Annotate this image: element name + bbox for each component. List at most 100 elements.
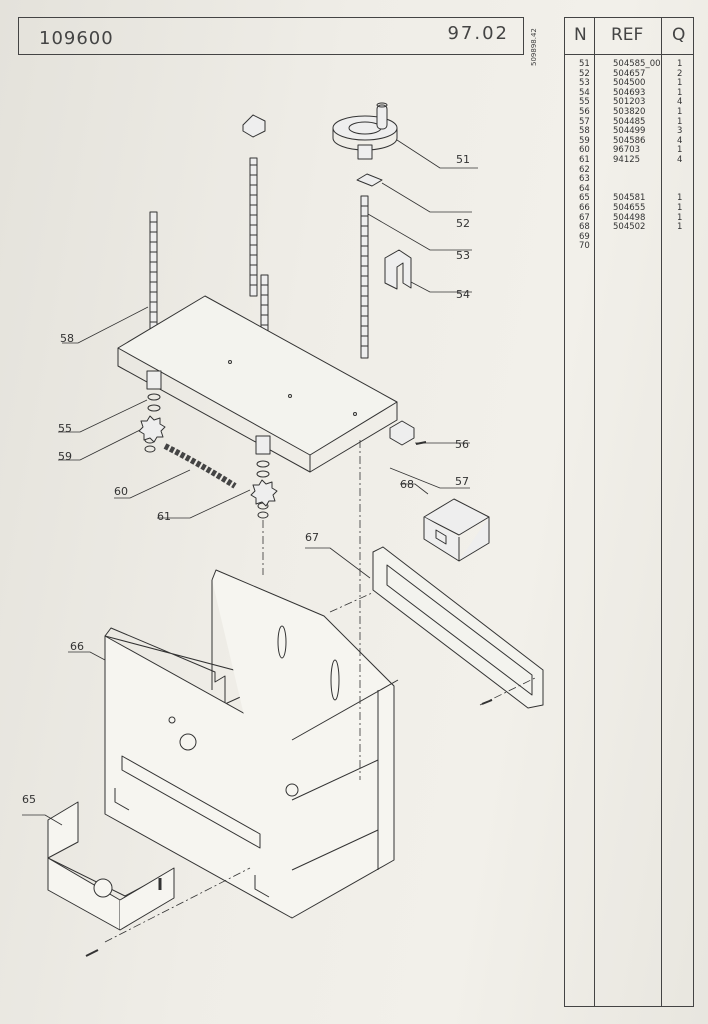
callout-59: 59 <box>58 450 72 463</box>
row-ref: 501203 <box>613 97 646 108</box>
row-ref: 504657 <box>613 68 646 79</box>
callout-54: 54 <box>456 288 470 301</box>
row-qty: 1 <box>677 212 683 223</box>
row-ref: 504581 <box>613 193 646 204</box>
callout-60: 60 <box>114 485 128 498</box>
row-number: 68 <box>579 222 590 233</box>
row-ref: 504655 <box>613 202 646 213</box>
callout-58: 58 <box>60 332 74 345</box>
table-row: 59 504586 4 <box>565 135 693 147</box>
table-row: 54 504693 1 <box>565 87 693 99</box>
row-qty: 1 <box>677 116 683 127</box>
table-row: 65 504581 1 <box>565 194 693 204</box>
row-qty: 1 <box>677 222 683 233</box>
col-header-n: N <box>574 25 587 45</box>
callout-68: 68 <box>400 478 414 491</box>
row-number: 58 <box>579 126 590 137</box>
callout-55: 55 <box>58 422 72 435</box>
row-ref: 504499 <box>613 126 646 137</box>
row-ref: 504498 <box>613 212 646 223</box>
row-number: 66 <box>579 202 590 213</box>
callout-61: 61 <box>157 510 171 523</box>
row-number: 65 <box>579 193 590 204</box>
exploded-diagram: 51 52 53 54 55 56 57 58 59 60 61 65 66 6… <box>22 102 544 957</box>
row-number: 51 <box>579 59 590 69</box>
row-number: 60 <box>579 145 590 156</box>
table-row: 68 504502 1 <box>565 222 693 233</box>
callout-56: 56 <box>455 438 469 451</box>
part-66-frame <box>104 569 399 919</box>
header-box: 109600 97.02 <box>18 17 524 55</box>
drawing-number: 109600 <box>39 28 114 49</box>
callout-65: 65 <box>22 793 36 806</box>
row-number: 61 <box>579 154 590 165</box>
table-row: 53 504500 1 <box>565 79 693 89</box>
table-row: 67 504498 1 <box>565 212 693 224</box>
part-51-crank-wheel <box>332 102 398 160</box>
table-row: 57 504485 1 <box>565 116 693 128</box>
table-row: 69 <box>565 232 693 243</box>
row-qty: 3 <box>677 126 683 137</box>
row-number: 70 <box>579 241 590 252</box>
row-number: 62 <box>579 164 590 175</box>
row-ref: 503820 <box>613 106 646 117</box>
row-number: 53 <box>579 78 590 89</box>
part-52-plate <box>356 173 383 187</box>
part-56-clip <box>389 420 415 446</box>
row-number: 54 <box>579 87 590 98</box>
part-65-bracket <box>47 801 175 931</box>
row-number: 52 <box>579 68 590 79</box>
base-plate <box>117 295 398 473</box>
table-row: 55 501203 4 <box>565 98 693 108</box>
table-row: 58 504499 3 <box>565 127 693 137</box>
callout-57: 57 <box>455 475 469 488</box>
col-header-ref: REF <box>611 25 644 45</box>
table-row: 64 <box>565 184 693 195</box>
row-number: 56 <box>579 106 590 117</box>
row-number: 63 <box>579 174 590 185</box>
spacers <box>144 370 271 519</box>
col-header-q: Q <box>672 25 686 45</box>
row-ref: 504502 <box>613 222 646 233</box>
row-ref: 504500 <box>613 78 646 89</box>
part-54-bracket <box>384 249 412 290</box>
callout-51: 51 <box>456 153 470 166</box>
row-qty: 1 <box>677 87 683 98</box>
callout-53: 53 <box>456 249 470 262</box>
table-row: 56 503820 1 <box>565 106 693 118</box>
row-number: 57 <box>579 116 590 127</box>
part-52-plate-top <box>242 114 266 138</box>
table-row: 70 <box>565 242 693 252</box>
row-qty: 4 <box>677 154 683 165</box>
row-qty: 1 <box>677 106 683 117</box>
row-qty: 4 <box>677 97 683 108</box>
callout-67: 67 <box>305 531 319 544</box>
row-qty: 1 <box>677 78 683 89</box>
table-row: 66 504655 1 <box>565 202 693 214</box>
row-number: 59 <box>579 135 590 146</box>
row-number: 67 <box>579 212 590 223</box>
row-ref: 504585_00 <box>613 59 661 69</box>
row-qty: 4 <box>677 135 683 146</box>
part-68-block <box>423 498 490 562</box>
table-row: 62 <box>565 164 693 176</box>
row-number: 55 <box>579 97 590 108</box>
row-qty: 1 <box>677 193 683 204</box>
part-67-plate <box>372 546 544 709</box>
callout-52: 52 <box>456 217 470 230</box>
row-ref: 504485 <box>613 116 646 127</box>
drawing-date: 97.02 <box>447 23 509 44</box>
row-qty: 1 <box>677 202 683 213</box>
part-60-chain <box>163 443 237 489</box>
row-ref: 504693 <box>613 87 646 98</box>
sprockets <box>138 415 278 507</box>
row-qty: 1 <box>677 145 683 156</box>
row-ref: 94125 <box>613 154 641 165</box>
row-ref: 504586 <box>613 135 646 146</box>
